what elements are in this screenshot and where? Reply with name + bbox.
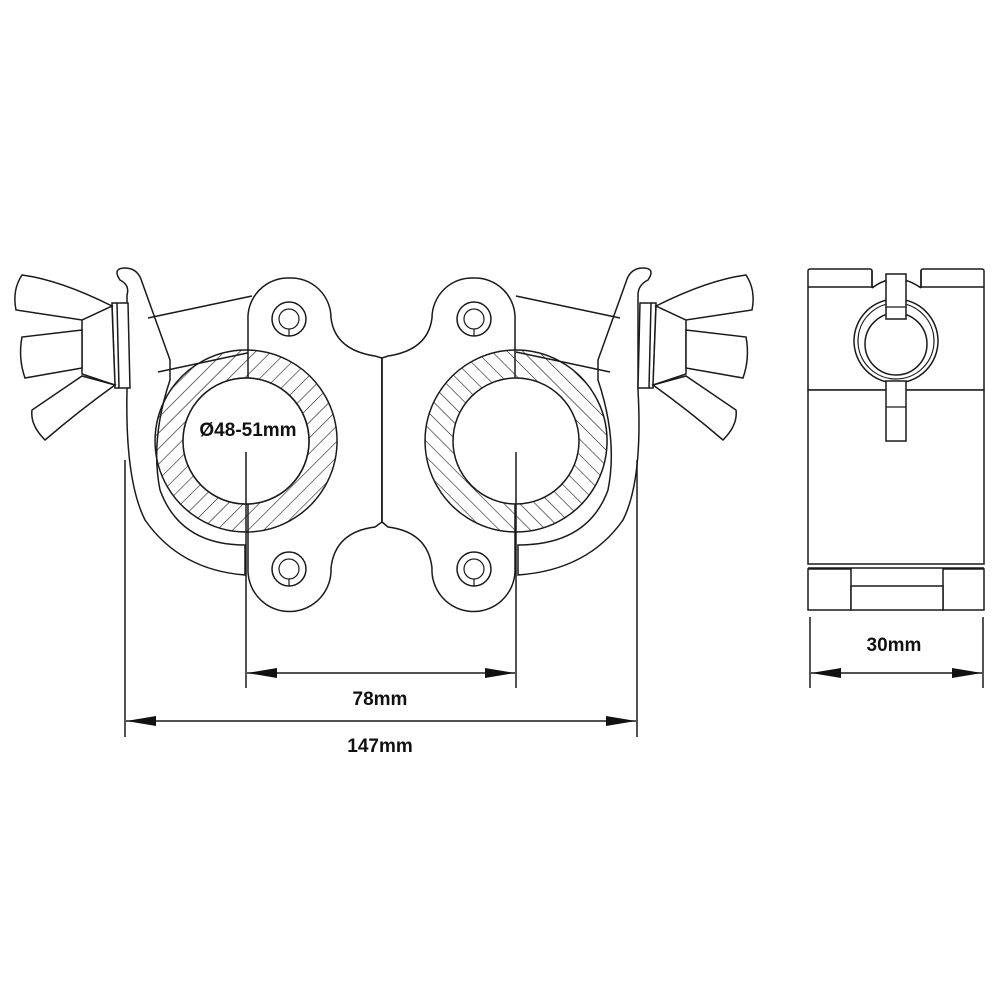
center-distance-label: 78mm — [353, 689, 408, 710]
side-bolt-icon — [853, 273, 939, 442]
bolt-hole-icon — [271, 551, 307, 587]
bolt-hole-icon — [271, 301, 307, 337]
bolt-hole-icon — [456, 551, 492, 587]
right-clamp-arm — [515, 267, 652, 576]
front-view: Ø48-51mm 78mm 147mm — [14, 267, 754, 757]
tube-diameter-label: Ø48-51mm — [199, 420, 296, 441]
bolt-holes — [271, 301, 492, 587]
bolt-hole-icon — [456, 301, 492, 337]
overall-width-label: 147mm — [347, 736, 413, 757]
left-wing-nut-icon — [14, 274, 131, 442]
left-tube-section — [154, 349, 338, 533]
right-wing-nut-icon — [637, 274, 754, 442]
depth-label: 30mm — [867, 635, 922, 656]
side-view: 30mm — [807, 268, 985, 688]
